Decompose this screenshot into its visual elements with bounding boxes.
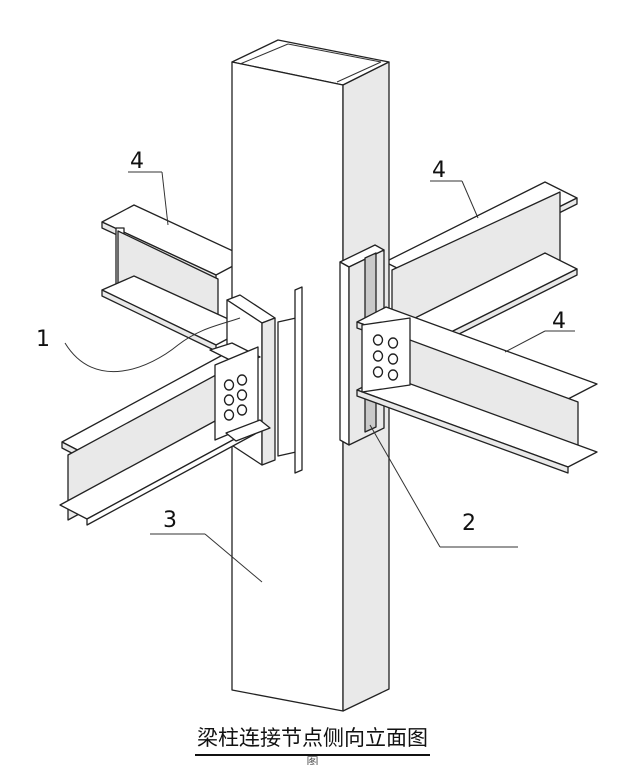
label-4-right-top: 4 — [432, 158, 446, 183]
label-1: 1 — [36, 327, 50, 352]
back-left-beam — [101, 204, 249, 352]
figure-caption-text: 梁柱连接节点侧向立面图 — [195, 722, 430, 756]
figure-caption: 梁柱连接节点侧向立面图 — [0, 722, 625, 756]
figure-subcaption: 图 — [306, 755, 319, 765]
front-right-beam — [356, 306, 598, 474]
label-4-left: 4 — [130, 149, 144, 174]
leader-lines — [64, 171, 575, 583]
right-bolt-group — [372, 334, 399, 381]
label-4-right-mid: 4 — [552, 309, 566, 334]
label-2: 2 — [462, 511, 476, 536]
label-3: 3 — [163, 508, 177, 533]
front-left-beam — [59, 342, 271, 526]
left-bolt-group — [223, 374, 248, 421]
stiffener-rod — [294, 286, 303, 474]
